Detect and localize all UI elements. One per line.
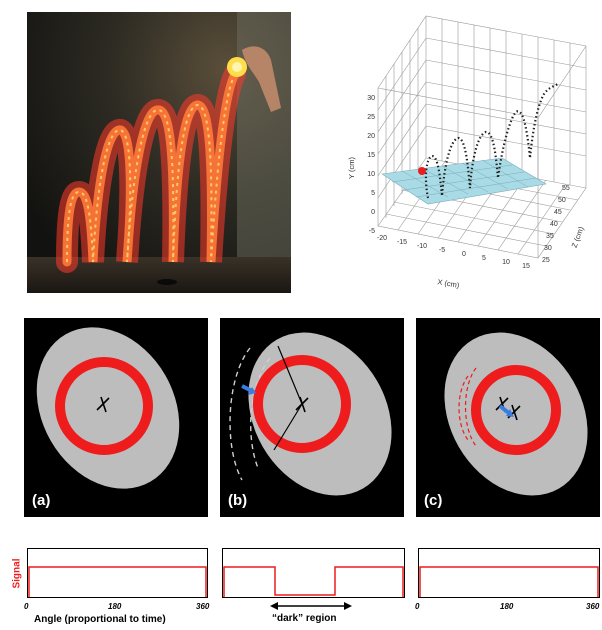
- panel-b: (b): [220, 318, 404, 517]
- gray-disc: [248, 332, 392, 496]
- x-tick: 15: [522, 263, 530, 270]
- red-ring: [471, 365, 561, 455]
- gray-disc: [36, 327, 180, 489]
- x-tick: -20: [377, 235, 387, 242]
- x-tick: -15: [397, 239, 407, 246]
- tick-180-a: 180: [108, 602, 122, 611]
- signal-trace: [419, 566, 599, 597]
- signal-trace: [223, 566, 404, 597]
- panel-a: (a): [24, 318, 208, 517]
- y-axis-label: Y (cm): [347, 157, 356, 179]
- z-tick: 50: [558, 197, 566, 204]
- z-tick: 30: [544, 245, 552, 252]
- x-tick: 10: [502, 259, 510, 266]
- tick-360-c: 360: [586, 602, 600, 611]
- y-tick: 30: [367, 95, 375, 102]
- center-cross: [96, 396, 110, 413]
- z-tick: 35: [546, 233, 554, 240]
- y-tick: 10: [367, 171, 375, 178]
- dark-region-lines: [273, 345, 303, 451]
- signal-label: Signal: [11, 558, 23, 589]
- gray-disc: [444, 332, 588, 496]
- tick-180-c: 180: [500, 602, 514, 611]
- tick-0-a: 0: [24, 602, 29, 611]
- x-axis-label: X (cm): [437, 277, 461, 290]
- dark-region-label: “dark” region: [272, 613, 337, 624]
- panel-label-b: (b): [228, 492, 248, 509]
- y-tick: 0: [371, 209, 375, 216]
- center-cross: [295, 396, 309, 413]
- dashed-arc-inner: [250, 357, 271, 469]
- z-axis-label: Z (cm): [570, 225, 586, 249]
- x-tick: 0: [462, 251, 466, 258]
- x-tick: 5: [482, 255, 486, 262]
- signal-plot-b: [222, 548, 405, 598]
- y-tick: -5: [369, 228, 375, 235]
- red-ring: [55, 357, 153, 455]
- red-dashed-arc: [257, 381, 267, 437]
- z-tick: 45: [554, 209, 562, 216]
- y-tick: 15: [367, 152, 375, 159]
- trajectory-points: [424, 83, 559, 199]
- panel-c: (c): [416, 318, 600, 517]
- y-tick: 20: [367, 133, 375, 140]
- panel-label-a: (a): [32, 492, 51, 509]
- x-tick: -5: [439, 247, 445, 254]
- z-tick: 40: [550, 221, 558, 228]
- z-tick: 25: [542, 257, 550, 264]
- angle-axis-label: Angle (proportional to time): [34, 614, 166, 625]
- dark-region-arrow: [270, 602, 352, 610]
- y-tick: 5: [371, 190, 375, 197]
- trajectory-3d-plot: 30 25 20 15 10 5 0 -5 Y (cm) -20 -15 -10…: [318, 8, 598, 298]
- signal-plot-c: [418, 548, 600, 598]
- signal-trace: [28, 566, 207, 597]
- z-tick: 55: [562, 185, 570, 192]
- signal-plot-a: [27, 548, 208, 598]
- panel-label-c: (c): [424, 492, 443, 509]
- tick-0-c: 0: [415, 602, 420, 611]
- x-tick: -10: [417, 243, 427, 250]
- bouncing-ball-photo: [27, 12, 291, 293]
- dashed-arc-outer: [229, 347, 251, 481]
- y-tick: 25: [367, 114, 375, 121]
- ball-marker: [418, 167, 426, 175]
- tick-360-a: 360: [196, 602, 210, 611]
